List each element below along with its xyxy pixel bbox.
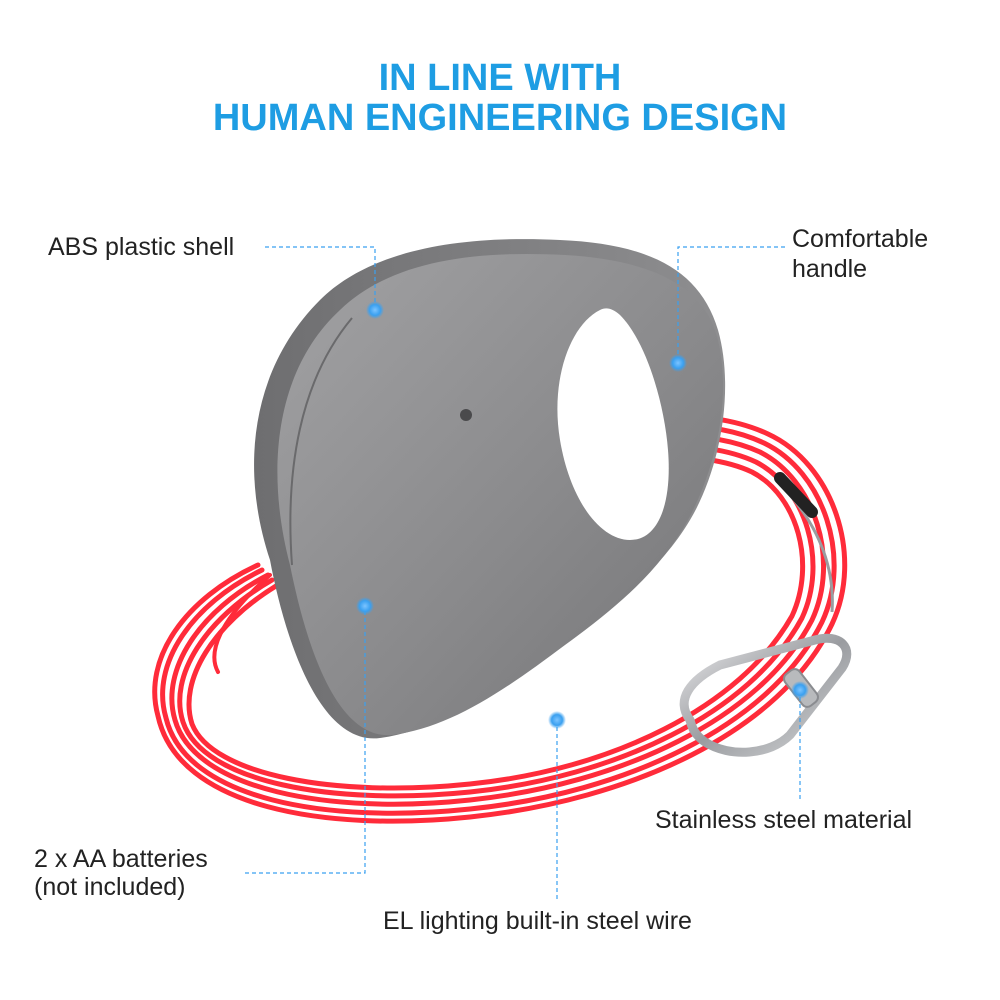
leader-handle	[677, 246, 785, 362]
leash-cord	[152, 413, 848, 824]
callout-markers	[356, 301, 809, 729]
title-line-1: IN LINE WITH	[378, 57, 622, 99]
title-line-2: HUMAN ENGINEERING DESIGN	[212, 97, 788, 139]
marker-abs-shell	[366, 301, 384, 319]
leader-batteries	[245, 608, 366, 874]
callout-batteries-line-1: 2 x AA batteries	[34, 845, 208, 873]
callout-handle-line-1: Comfortable	[792, 225, 929, 253]
marker-batteries	[356, 597, 374, 615]
callout-batteries: 2 x AA batteries (not included)	[34, 845, 208, 901]
callout-batteries-line-2: (not included)	[34, 873, 186, 901]
marker-handle	[669, 354, 687, 372]
callout-el-wire: EL lighting built-in steel wire	[383, 907, 692, 935]
callout-abs-shell: ABS plastic shell	[48, 233, 235, 261]
leader-lines	[245, 246, 801, 900]
leader-abs-shell	[265, 246, 376, 308]
leash-shell	[254, 239, 726, 739]
marker-el-wire	[548, 711, 566, 729]
callout-handle-line-2: handle	[792, 255, 868, 283]
callout-handle: Comfortable handle	[792, 224, 928, 284]
callout-steel-material: Stainless steel material	[655, 806, 913, 834]
marker-steel	[791, 681, 809, 699]
